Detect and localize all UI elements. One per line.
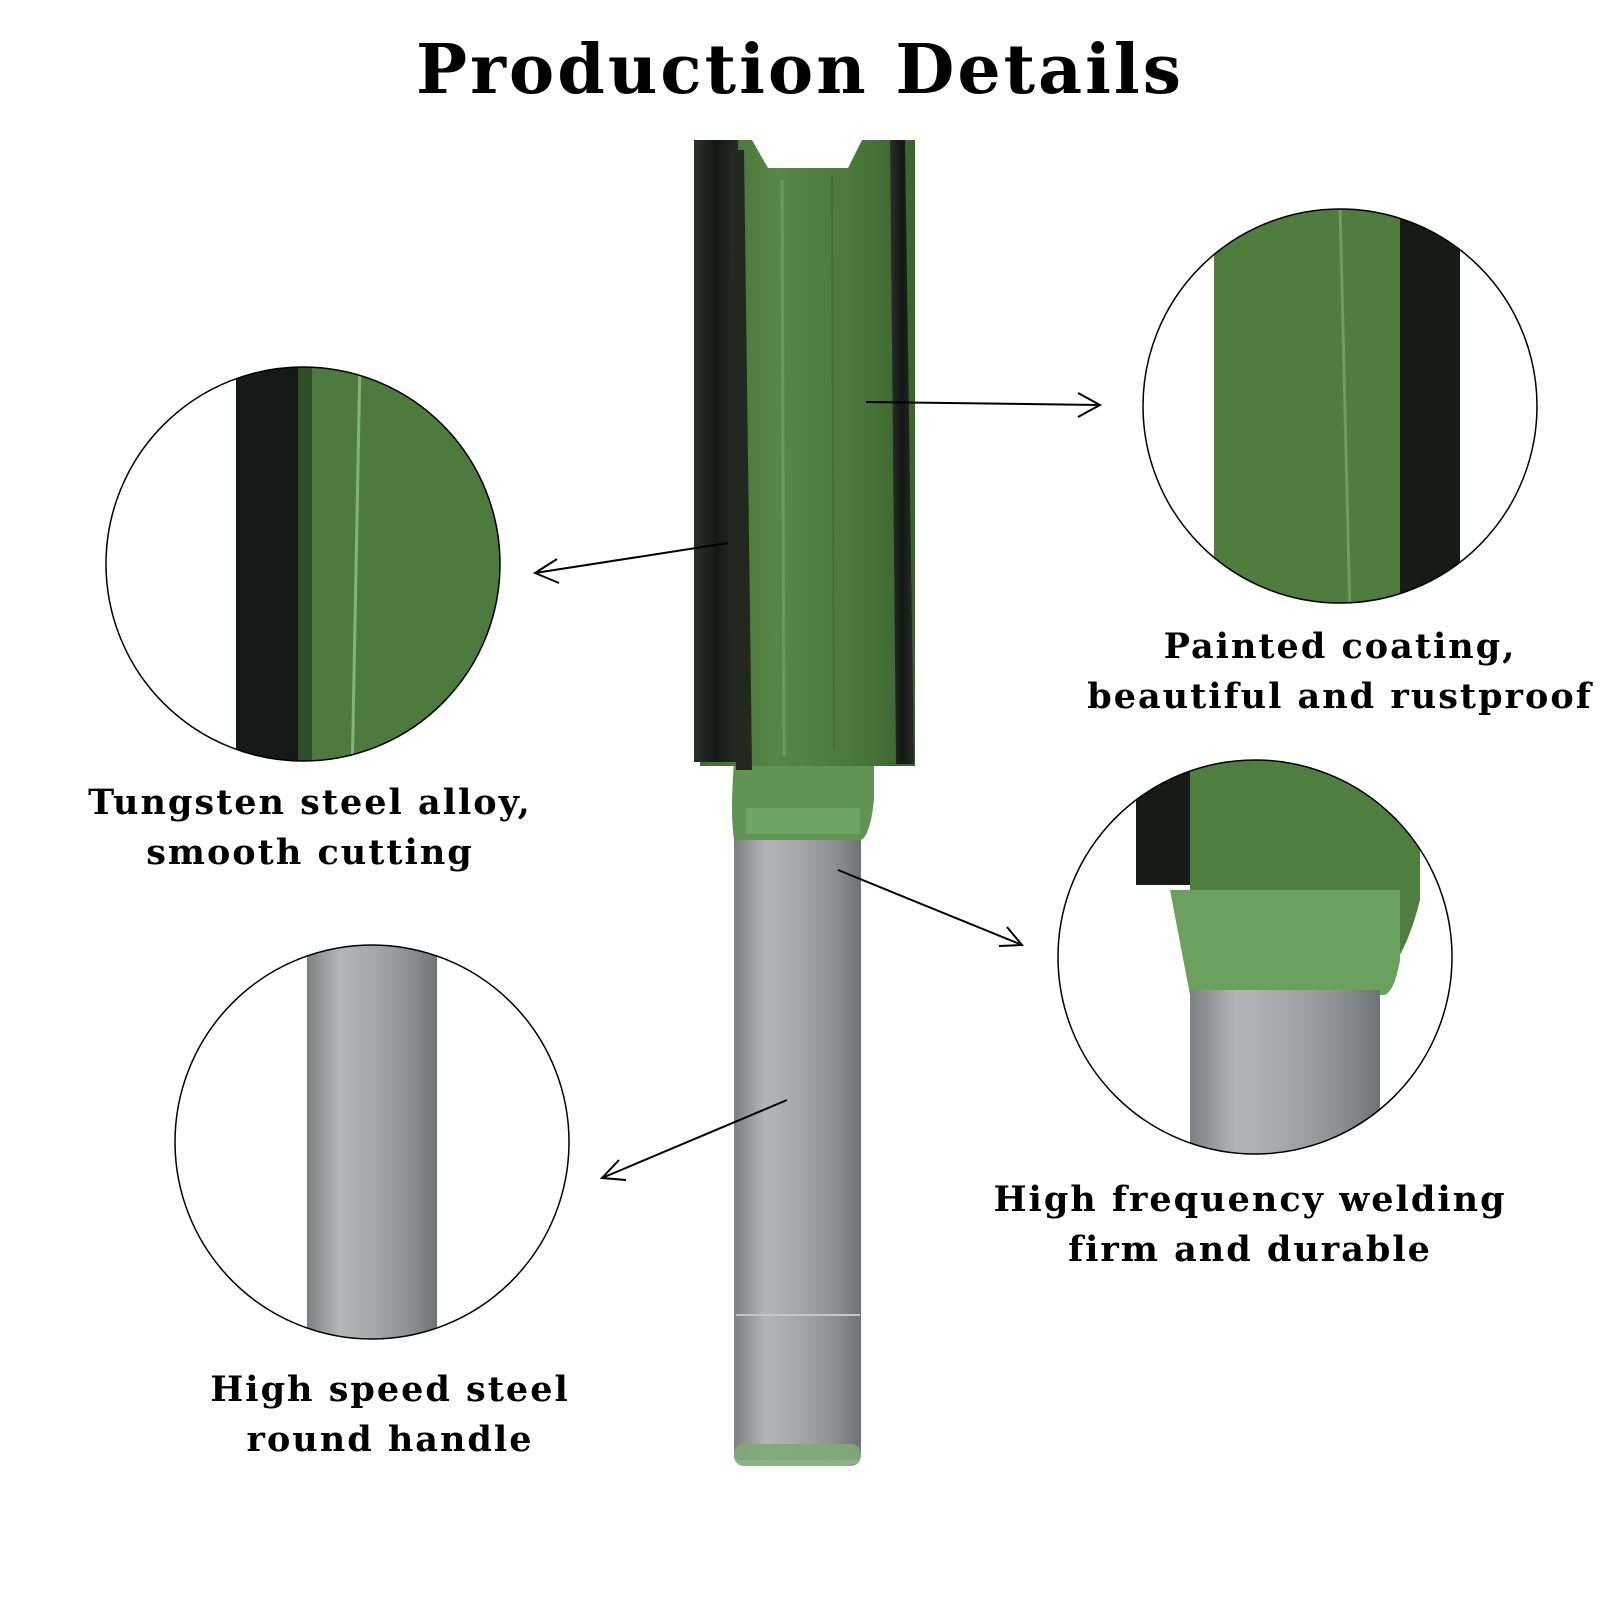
caption-handle-line2: round handle bbox=[246, 1419, 534, 1460]
shank bbox=[734, 828, 861, 1460]
carbide-blade bbox=[694, 140, 738, 762]
arrow-painted bbox=[865, 392, 1103, 418]
caption-tungsten: Tungsten steel alloy, smooth cutting bbox=[40, 778, 580, 878]
caption-welding-line2: firm and durable bbox=[1068, 1229, 1432, 1270]
callout-arrows bbox=[532, 392, 1103, 1181]
page-title: Production Details bbox=[415, 30, 1185, 110]
caption-welding-line1: High frequency welding bbox=[993, 1179, 1507, 1220]
router-bit bbox=[694, 140, 915, 1466]
caption-welding: High frequency welding firm and durable bbox=[980, 1175, 1520, 1275]
caption-painted-line2: beautiful and rustproof bbox=[1087, 676, 1593, 717]
caption-handle: High speed steel round handle bbox=[130, 1365, 650, 1465]
caption-painted-line1: Painted coating, bbox=[1163, 626, 1517, 667]
arrow-handle bbox=[599, 1099, 788, 1181]
detail-circle-welding bbox=[1057, 759, 1453, 1155]
detail-circle-tungsten bbox=[105, 366, 501, 762]
arrow-welding bbox=[837, 869, 1025, 947]
caption-handle-line1: High speed steel bbox=[210, 1369, 570, 1410]
detail-circle-handle bbox=[174, 944, 570, 1340]
arrow-tungsten bbox=[532, 542, 729, 584]
caption-painted: Painted coating, beautiful and rustproof bbox=[1080, 622, 1600, 722]
caption-tungsten-line1: Tungsten steel alloy, bbox=[88, 782, 532, 823]
caption-tungsten-line2: smooth cutting bbox=[146, 832, 474, 873]
detail-circle-painted bbox=[1142, 208, 1538, 604]
